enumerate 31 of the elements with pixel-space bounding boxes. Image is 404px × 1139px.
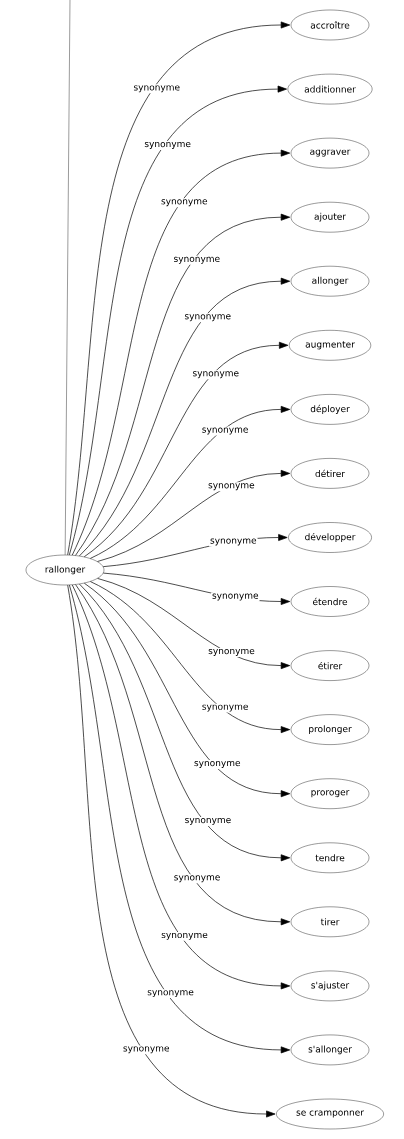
arrow (97, 578, 291, 670)
edge-label: synonyme (194, 761, 241, 768)
edge-label: synonyme (184, 314, 231, 322)
edge-label: synonyme (174, 875, 220, 883)
arrow (84, 582, 291, 798)
edge-label: synonyme (202, 704, 248, 712)
edge-label: synonyme (192, 371, 239, 379)
edge-label: synonyme (210, 538, 257, 546)
edge-label: synonyme (212, 593, 259, 601)
arrow (75, 213, 291, 556)
edge-label: synonyme (147, 990, 194, 998)
arrow (90, 405, 291, 559)
edge-label: synonyme (133, 85, 180, 93)
edge-label: synonyme (185, 818, 231, 825)
edge-label: synonyme (161, 932, 208, 940)
arrow (97, 469, 291, 562)
edge-label: synonyme (208, 483, 255, 491)
edge-label: synonyme (144, 142, 191, 149)
edge-label: synonyme (202, 427, 248, 435)
arrow (75, 584, 291, 926)
edge-label: synonyme (174, 256, 220, 264)
edge-label: synonyme (208, 649, 255, 656)
arrow (90, 581, 291, 734)
edge-label: synonyme (161, 199, 208, 207)
edge-label: synonyme (123, 1046, 170, 1054)
arrow (83, 341, 289, 558)
connector-line (64, 0, 71, 555)
arrow (79, 277, 291, 557)
arrow (71, 149, 291, 556)
arrow (79, 583, 291, 862)
arrow (67, 584, 276, 1118)
